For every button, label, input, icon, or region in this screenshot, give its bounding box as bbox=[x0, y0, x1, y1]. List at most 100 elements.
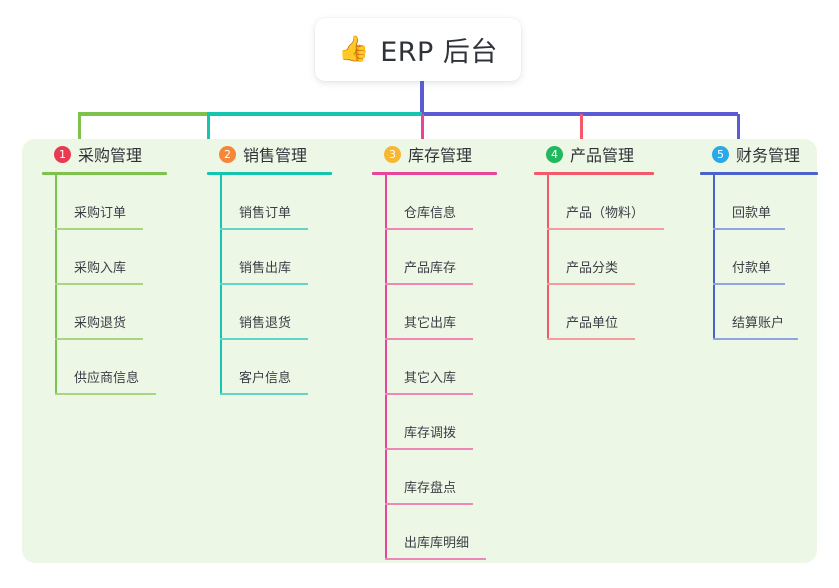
branch-column-purchase: 1 采购管理采购订单采购入库采购退货供应商信息 bbox=[42, 139, 167, 395]
branch-item[interactable]: 采购订单 bbox=[42, 175, 167, 230]
branch-item[interactable]: 供应商信息 bbox=[42, 340, 167, 395]
branch-title-product: 产品管理 bbox=[570, 146, 635, 165]
branch-items-inventory: 仓库信息产品库存其它出库其它入库库存调拨库存盘点出库库明细 bbox=[372, 175, 497, 560]
branch-column-inventory: 3 库存管理仓库信息产品库存其它出库其它入库库存调拨库存盘点出库库明细 bbox=[372, 139, 497, 560]
branch-item-label: 回款单 bbox=[732, 206, 772, 221]
thumbs-up-icon: 👍 bbox=[338, 35, 370, 63]
branch-item-underline bbox=[220, 283, 308, 285]
branch-items-purchase: 采购订单采购入库采购退货供应商信息 bbox=[42, 175, 167, 395]
branch-item-label: 产品单位 bbox=[566, 316, 619, 331]
branch-underline-inventory bbox=[372, 172, 497, 175]
branch-trunk-sales bbox=[220, 175, 222, 395]
branch-trunk-purchase bbox=[55, 175, 57, 395]
branch-item[interactable]: 产品单位 bbox=[534, 285, 654, 340]
branch-item-label: 库存盘点 bbox=[404, 481, 457, 496]
branch-item-label: 出库库明细 bbox=[404, 536, 470, 551]
branch-item[interactable]: 产品（物料） bbox=[534, 175, 664, 230]
root-node-erp-backend[interactable]: 👍 ERP 后台 bbox=[315, 18, 521, 81]
branch-item[interactable]: 销售订单 bbox=[207, 175, 332, 230]
branch-title-inventory: 库存管理 bbox=[408, 146, 473, 165]
branch-title-purchase: 采购管理 bbox=[78, 146, 143, 165]
branch-item-label: 产品（物料） bbox=[566, 206, 645, 221]
branch-title-finance: 财务管理 bbox=[736, 146, 801, 165]
branch-item-underline bbox=[547, 283, 635, 285]
branch-header-sales[interactable]: 2 销售管理 bbox=[207, 139, 332, 169]
drop-purchase-line bbox=[78, 114, 81, 161]
branch-item-label: 库存调拨 bbox=[404, 426, 457, 441]
branch-item-underline bbox=[713, 283, 785, 285]
branch-item[interactable]: 付款单 bbox=[700, 230, 818, 285]
branch-item[interactable]: 回款单 bbox=[700, 175, 818, 230]
branch-item-underline bbox=[385, 503, 473, 505]
branch-item[interactable]: 产品分类 bbox=[534, 230, 654, 285]
branch-item[interactable]: 其它出库 bbox=[372, 285, 497, 340]
branch-item[interactable]: 库存调拨 bbox=[372, 395, 497, 450]
branch-item[interactable]: 仓库信息 bbox=[372, 175, 497, 230]
branch-number-badge-purchase: 1 bbox=[54, 145, 71, 163]
branch-item-label: 产品分类 bbox=[566, 261, 619, 276]
branch-item[interactable]: 出库库明细 bbox=[372, 505, 497, 560]
drop-product-line bbox=[580, 114, 583, 161]
branch-item-label: 采购订单 bbox=[74, 206, 127, 221]
branch-items-sales: 销售订单销售出库销售退货客户信息 bbox=[207, 175, 332, 395]
branch-item-underline bbox=[547, 338, 635, 340]
branch-item-label: 销售订单 bbox=[239, 206, 292, 221]
bus-green-line bbox=[78, 112, 207, 116]
branch-column-sales: 2 销售管理销售订单销售出库销售退货客户信息 bbox=[207, 139, 332, 395]
branch-item-underline bbox=[385, 448, 473, 450]
branch-item-label: 供应商信息 bbox=[74, 371, 140, 386]
bus-teal-line bbox=[207, 112, 422, 116]
branch-item[interactable]: 销售出库 bbox=[207, 230, 332, 285]
branch-underline-finance bbox=[700, 172, 818, 175]
branch-number-badge-product: 4 bbox=[546, 145, 563, 163]
drop-inventory-line bbox=[421, 114, 424, 161]
branch-item-label: 采购退货 bbox=[74, 316, 127, 331]
branch-header-finance[interactable]: 5 财务管理 bbox=[700, 139, 818, 169]
branches-panel: 1 采购管理采购订单采购入库采购退货供应商信息 2 销售管理销售订单销售出库销售退货客… bbox=[22, 139, 818, 563]
branch-item-label: 仓库信息 bbox=[404, 206, 457, 221]
branch-item[interactable]: 销售退货 bbox=[207, 285, 332, 340]
branch-number-badge-finance: 5 bbox=[712, 145, 729, 163]
branch-underline-product bbox=[534, 172, 654, 175]
branch-item-underline bbox=[55, 338, 143, 340]
branch-item[interactable]: 采购退货 bbox=[42, 285, 167, 340]
branch-item-underline bbox=[385, 558, 486, 560]
branch-item-underline bbox=[385, 228, 473, 230]
branch-items-product: 产品（物料） 产品分类产品单位 bbox=[534, 175, 664, 340]
drop-finance-line bbox=[737, 114, 740, 161]
branch-number-badge-inventory: 3 bbox=[384, 145, 401, 163]
branch-item-underline bbox=[55, 283, 143, 285]
branch-item-underline bbox=[55, 393, 156, 395]
branch-trunk-inventory bbox=[385, 175, 387, 560]
branch-item-label: 结算账户 bbox=[732, 316, 785, 331]
branch-item-label: 客户信息 bbox=[239, 371, 292, 386]
branch-trunk-product bbox=[547, 175, 549, 340]
branch-number-badge-sales: 2 bbox=[219, 145, 236, 163]
branch-item-label: 产品库存 bbox=[404, 261, 457, 276]
branch-column-finance: 5 财务管理回款单付款单结算账户 bbox=[700, 139, 818, 340]
branch-item[interactable]: 客户信息 bbox=[207, 340, 332, 395]
branch-title-sales: 销售管理 bbox=[243, 146, 308, 165]
branch-item-label: 其它出库 bbox=[404, 316, 457, 331]
branch-item-underline bbox=[547, 228, 664, 230]
branch-item[interactable]: 库存盘点 bbox=[372, 450, 497, 505]
branch-item[interactable]: 其它入库 bbox=[372, 340, 497, 395]
root-node-title: ERP 后台 bbox=[380, 37, 498, 68]
branch-item-underline bbox=[385, 338, 473, 340]
branch-header-inventory[interactable]: 3 库存管理 bbox=[372, 139, 497, 169]
root-stem-line bbox=[420, 81, 424, 114]
branch-item-label: 销售出库 bbox=[239, 261, 292, 276]
branch-item[interactable]: 产品库存 bbox=[372, 230, 497, 285]
branch-header-product[interactable]: 4 产品管理 bbox=[534, 139, 654, 169]
branch-item-label: 其它入库 bbox=[404, 371, 457, 386]
branch-item-underline bbox=[713, 228, 785, 230]
branch-trunk-finance bbox=[713, 175, 715, 340]
branch-item-underline bbox=[55, 228, 143, 230]
branch-item[interactable]: 结算账户 bbox=[700, 285, 818, 340]
branch-item-label: 销售退货 bbox=[239, 316, 292, 331]
branch-item-underline bbox=[385, 393, 473, 395]
drop-sales-line bbox=[207, 114, 210, 161]
branch-header-purchase[interactable]: 1 采购管理 bbox=[42, 139, 167, 169]
branch-item[interactable]: 采购入库 bbox=[42, 230, 167, 285]
